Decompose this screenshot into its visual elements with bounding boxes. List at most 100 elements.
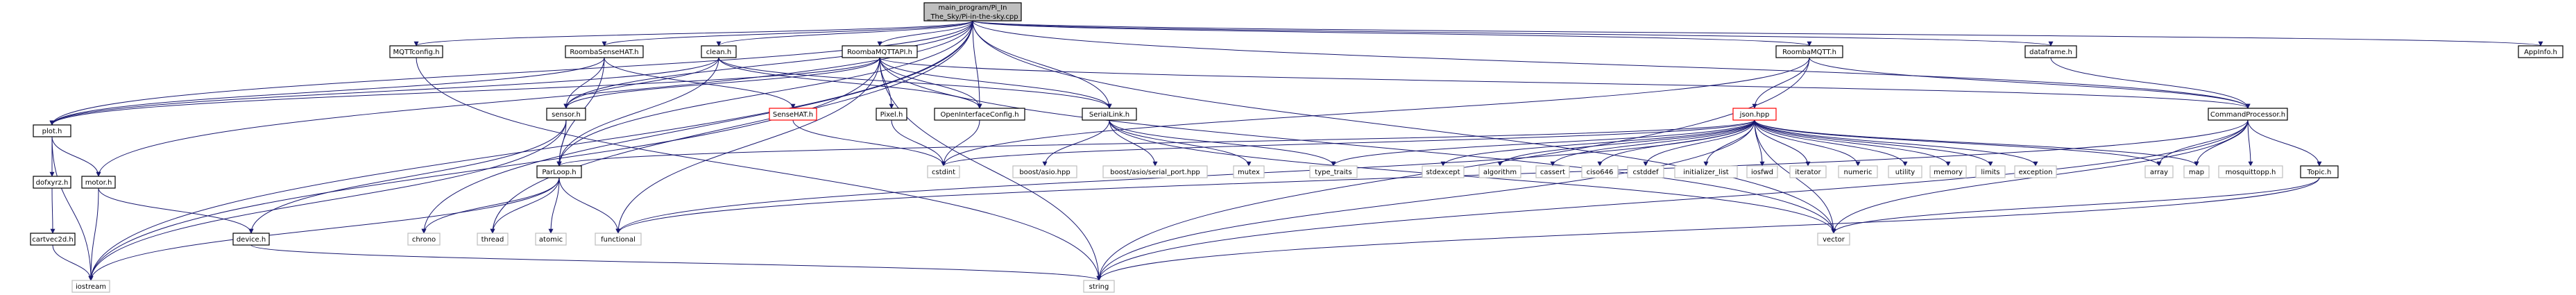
node-dofxyrz-h[interactable]: dofxyrz.h — [33, 176, 71, 189]
edge-json-hpp-to-limits — [1754, 119, 1993, 167]
node-device-h[interactable]: device.h — [232, 233, 270, 246]
edge-commandprocessor-h-to-mosquittopp-h — [2247, 119, 2253, 167]
node-label-topic-h[interactable]: Topic.h — [2307, 169, 2332, 176]
node-atomic: atomic — [535, 233, 567, 246]
node-label-atomic: atomic — [539, 236, 563, 244]
node-label-algorithm: algorithm — [1483, 169, 1517, 176]
edge-clean-h-to-plot-h — [49, 57, 719, 126]
node-box-commandprocessor-h[interactable] — [2208, 108, 2288, 121]
edge-main-to-commandprocessor-h — [972, 20, 2251, 109]
node-label-map: map — [2189, 169, 2204, 176]
edge-main-to-roombamqtt-h — [972, 20, 1812, 47]
node-label-main: _The_Sky/Pi-in-the-sky.cpp — [926, 13, 1018, 21]
node-roombamqtt-h[interactable]: RoombaMQTT.h — [1775, 45, 1843, 58]
node-topic-h[interactable]: Topic.h — [2300, 165, 2339, 178]
node-label-roombamqtt-h[interactable]: RoombaMQTT.h — [1782, 49, 1836, 56]
edge-roombasensehat-h-to-plot-h — [49, 57, 605, 126]
edge-seriallink-h-to-boost-asio — [1042, 119, 1110, 167]
edge-commandprocessor-h-to-array — [2156, 119, 2249, 167]
node-commandprocessor-h[interactable]: CommandProcessor.h — [2208, 108, 2288, 121]
node-cartvec2d-h[interactable]: cartvec2d.h — [30, 233, 76, 246]
node-dataframe-h[interactable]: dataframe.h — [2024, 45, 2077, 58]
edge-main-to-roombamqttapi-h — [877, 20, 973, 47]
node-box-roombasensehat-h[interactable] — [565, 45, 644, 58]
edge-seriallink-h-to-mutex — [1109, 119, 1252, 167]
node-roombamqttapi-h[interactable]: RoombaMQTTAPI.h — [842, 45, 918, 58]
node-box-topic-h[interactable] — [2300, 165, 2339, 178]
edge-parloop-h-to-thread — [490, 177, 560, 234]
node-box-dofxyrz-h[interactable] — [33, 176, 71, 189]
node-label-appinfo-h[interactable]: AppInfo.h — [2524, 49, 2557, 56]
node-label-pixel-h[interactable]: Pixel.h — [880, 111, 903, 119]
edge-json-hpp-to-cstdint — [941, 119, 1755, 167]
edge-json-hpp-to-cstddef — [1643, 119, 1755, 167]
node-clean-h[interactable]: clean.h — [701, 45, 737, 58]
node-label-seriallink-h[interactable]: SerialLink.h — [1089, 111, 1129, 119]
node-box-appinfo-h[interactable] — [2518, 45, 2564, 58]
node-appinfo-h[interactable]: AppInfo.h — [2518, 45, 2564, 58]
node-label-cartvec2d-h[interactable]: cartvec2d.h — [32, 236, 73, 244]
node-box-mqttconfig-h[interactable] — [389, 45, 443, 58]
node-label-dataframe-h[interactable]: dataframe.h — [2029, 49, 2072, 56]
node-cstddef: cstddef — [1627, 165, 1664, 178]
node-label-commandprocessor-h[interactable]: CommandProcessor.h — [2210, 111, 2285, 119]
node-array: array — [2144, 165, 2174, 178]
edge-topic-h-to-string — [1096, 177, 2320, 281]
node-roombasensehat-h[interactable]: RoombaSenseHAT.h — [565, 45, 644, 58]
edge-sensehat-h-to-cstdint — [792, 119, 946, 167]
node-box-algorithm — [1478, 165, 1521, 178]
node-box-clean-h[interactable] — [701, 45, 737, 58]
node-box-device-h[interactable] — [232, 233, 270, 246]
node-label-openinterfaceconfig-h[interactable]: OpenInterfaceConfig.h — [940, 111, 1018, 119]
node-plot-h[interactable]: plot.h — [33, 124, 71, 137]
edge-main-to-iostream — [88, 20, 973, 281]
node-pixel-h[interactable]: Pixel.h — [876, 108, 907, 121]
node-label-cassert: cassert — [1540, 169, 1565, 176]
node-box-roombamqttapi-h[interactable] — [842, 45, 918, 58]
node-box-cstddef — [1627, 165, 1664, 178]
node-box-cartvec2d-h[interactable] — [30, 233, 76, 246]
node-label-clean-h[interactable]: clean.h — [706, 49, 731, 56]
node-label-roombasensehat-h[interactable]: RoombaSenseHAT.h — [570, 49, 638, 56]
node-motor-h[interactable]: motor.h — [81, 176, 116, 189]
node-box-motor-h[interactable] — [81, 176, 116, 189]
node-label-plot-h[interactable]: plot.h — [42, 128, 62, 135]
node-box-plot-h[interactable] — [33, 124, 71, 137]
edge-json-hpp-to-array — [1754, 119, 2162, 167]
node-seriallink-h[interactable]: SerialLink.h — [1082, 108, 1137, 121]
node-main: main_program/Pi_In_The_Sky/Pi-in-the-sky… — [923, 2, 1022, 22]
node-label-mqttconfig-h[interactable]: MQTTconfig.h — [393, 49, 440, 56]
node-box-mutex — [1233, 165, 1265, 178]
node-box-seriallink-h[interactable] — [1082, 108, 1137, 121]
edge-motor-h-to-device-h — [98, 187, 254, 234]
node-stdexcept: stdexcept — [1422, 165, 1465, 178]
node-type-traits: type_traits — [1309, 165, 1358, 178]
node-mqttconfig-h[interactable]: MQTTconfig.h — [389, 45, 443, 58]
edge-parloop-h-to-functional — [558, 177, 621, 234]
node-box-pixel-h[interactable] — [876, 108, 907, 121]
node-label-iostream: iostream — [76, 283, 106, 291]
node-parloop-h[interactable]: ParLoop.h — [536, 165, 582, 178]
node-box-atomic — [535, 233, 567, 246]
node-label-dofxyrz-h[interactable]: dofxyrz.h — [36, 179, 69, 187]
node-box-parloop-h[interactable] — [536, 165, 582, 178]
node-box-dataframe-h[interactable] — [2024, 45, 2077, 58]
edge-json-hpp-to-stdexcept — [1440, 119, 1755, 167]
node-label-stdexcept: stdexcept — [1426, 169, 1460, 176]
node-algorithm: algorithm — [1478, 165, 1521, 178]
node-label-motor-h[interactable]: motor.h — [85, 179, 112, 187]
node-sensor-h[interactable]: sensor.h — [546, 108, 586, 121]
node-label-device-h[interactable]: device.h — [237, 236, 266, 244]
node-label-roombamqttapi-h[interactable]: RoombaMQTTAPI.h — [847, 49, 912, 56]
node-box-sensor-h[interactable] — [546, 108, 586, 121]
node-box-openinterfaceconfig-h[interactable] — [934, 108, 1025, 121]
node-box-boost-serial — [1102, 165, 1208, 178]
node-box-exception — [2014, 165, 2057, 178]
node-label-parloop-h[interactable]: ParLoop.h — [542, 169, 576, 176]
edge-dofxyrz-h-to-cartvec2d-h — [50, 187, 56, 234]
node-openinterfaceconfig-h[interactable]: OpenInterfaceConfig.h — [934, 108, 1025, 121]
node-box-roombamqtt-h[interactable] — [1775, 45, 1843, 58]
edge-roombasensehat-h-to-sensor-h — [563, 57, 605, 109]
node-label-sensor-h[interactable]: sensor.h — [552, 111, 581, 119]
